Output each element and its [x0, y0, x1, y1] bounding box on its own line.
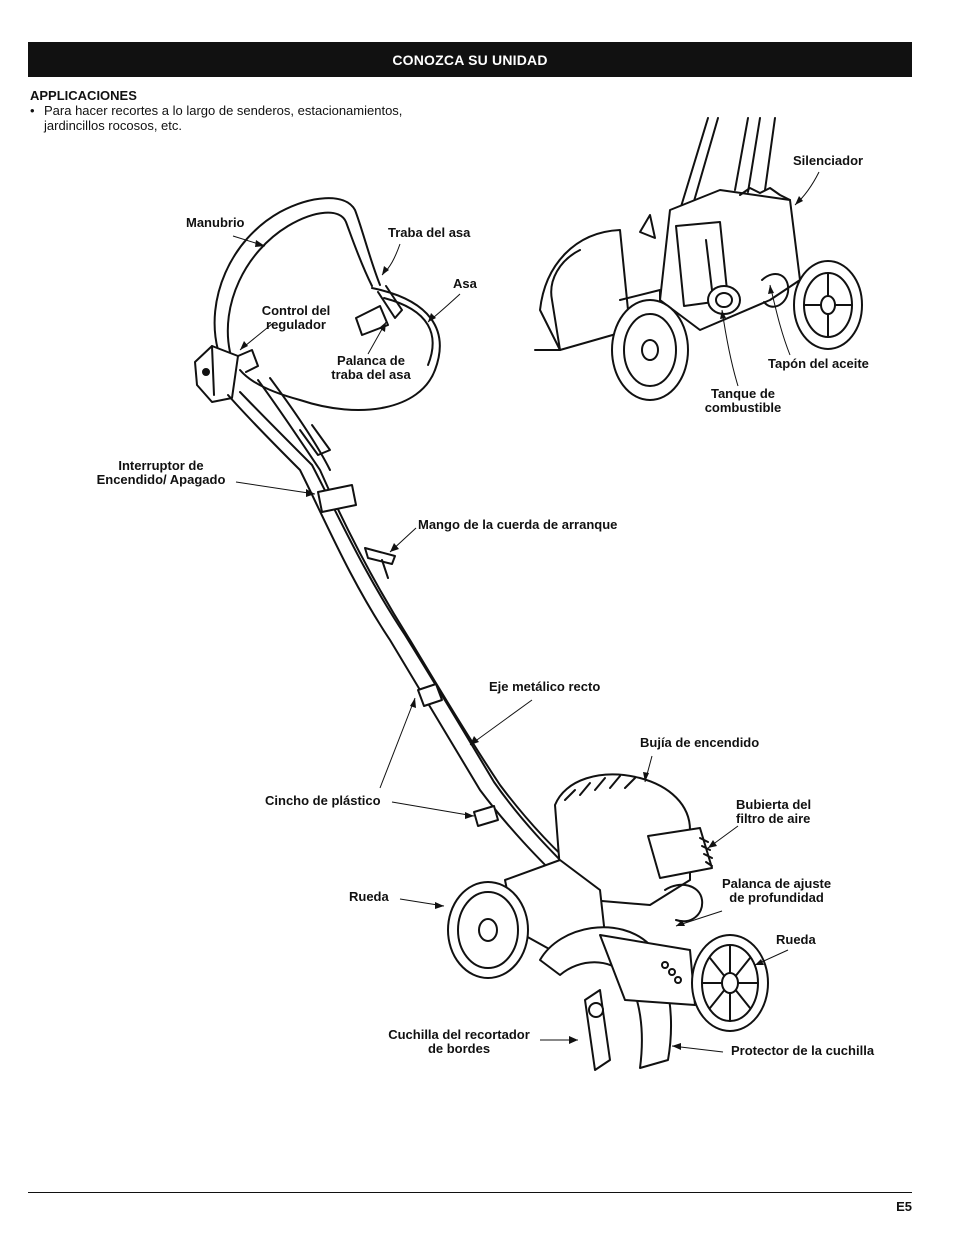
inset-right-wheel-drawing — [793, 260, 863, 350]
label-rueda-der: Rueda — [776, 932, 816, 947]
label-bujia: Bujía de encendido — [640, 735, 760, 750]
label-asa: Asa — [453, 276, 477, 291]
engine-drawing — [554, 773, 713, 923]
section-header: CONOZCA SU UNIDAD — [28, 42, 912, 77]
shaft-drawing — [227, 377, 581, 881]
page-number: E5 — [896, 1199, 912, 1214]
applications-title: APPLICACIONES — [30, 88, 137, 103]
label-filtro-aire: Bubierta del filtro de aire — [736, 797, 812, 826]
bullet-text: Para hacer recortes a lo largo de sender… — [44, 103, 403, 133]
right-wheel-drawing — [691, 934, 769, 1032]
leader-arrowheads — [240, 196, 803, 1050]
footer-rule — [28, 1192, 912, 1193]
label-cuchilla: Cuchilla del recortador de bordes — [388, 1027, 530, 1056]
left-wheel-drawing — [447, 881, 529, 979]
label-manubrio: Manubrio — [186, 215, 245, 230]
label-palanca-traba: Palanca de traba del asa — [331, 353, 411, 382]
label-control-regulador: Control del regulador — [261, 303, 331, 332]
label-traba-asa: Traba del asa — [388, 225, 471, 240]
label-tapon-aceite: Tapón del aceite — [768, 356, 869, 371]
label-tanque-combustible: Tanque de combustible — [704, 386, 782, 415]
applications-bullet: • Para hacer recortes a lo largo de send… — [30, 103, 460, 133]
label-interruptor: Interruptor de Encendido/ Apagado — [96, 458, 226, 487]
label-eje-metalico: Eje metálico recto — [489, 679, 601, 694]
inset-left-wheel-drawing — [611, 299, 689, 401]
label-palanca-ajuste: Palanca de ajuste de profundidad — [722, 876, 832, 905]
label-protector: Protector de la cuchilla — [731, 1043, 875, 1058]
label-cincho: Cincho de plástico — [265, 793, 381, 808]
throttle-control-drawing — [194, 345, 259, 403]
label-rueda-izq: Rueda — [349, 889, 389, 904]
section-header-title: CONOZCA SU UNIDAD — [392, 51, 548, 68]
label-mango-cuerda: Mango de la cuerda de arranque — [418, 517, 618, 532]
label-silenciador: Silenciador — [793, 153, 864, 168]
inset-engine-drawing — [534, 117, 801, 351]
bullet-dot: • — [30, 103, 35, 118]
guard-drawing — [504, 859, 696, 1071]
